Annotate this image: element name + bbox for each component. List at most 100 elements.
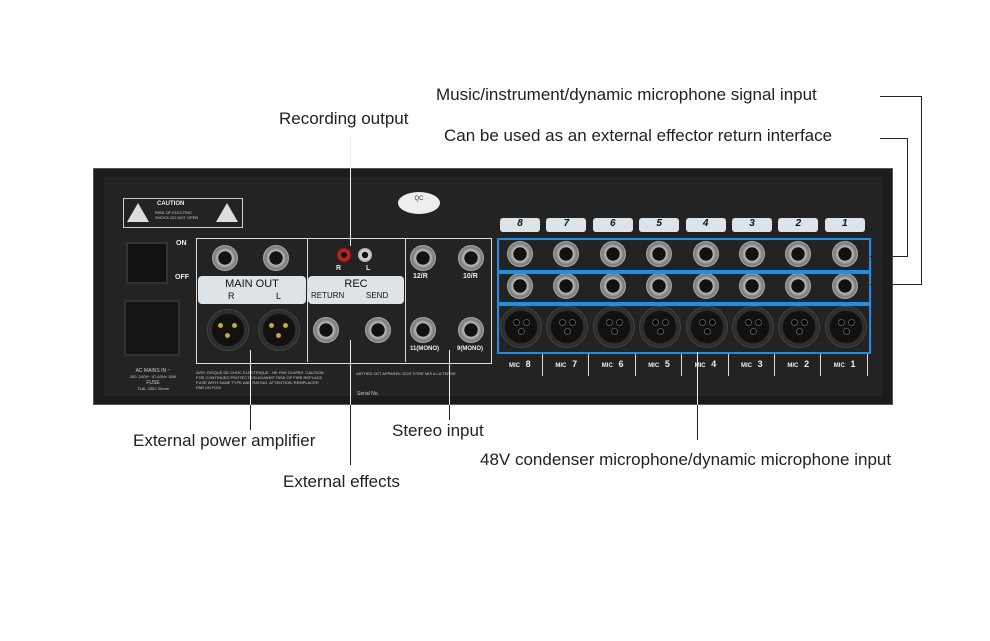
main-out-xlr-r[interactable] bbox=[207, 309, 249, 351]
mic-xlr-input[interactable] bbox=[639, 306, 682, 348]
highlight-insert-returns bbox=[497, 272, 871, 304]
line-input-jack[interactable] bbox=[739, 241, 765, 267]
stereo-jack-9[interactable] bbox=[458, 317, 484, 343]
switch-on-label: ON bbox=[176, 240, 187, 247]
mic-number: 3 bbox=[757, 359, 763, 369]
fuse-label: FUSE bbox=[146, 380, 160, 386]
rec-band: REC RETURN SEND bbox=[308, 276, 404, 304]
insert-jack[interactable] bbox=[739, 273, 765, 299]
mic-channel-label: MIC 5 bbox=[648, 359, 670, 369]
channel-number-tab: 1 bbox=[824, 218, 865, 232]
mic-number: 8 bbox=[525, 359, 531, 369]
stereo-jack-12r[interactable] bbox=[410, 245, 436, 271]
stereo-jack-11[interactable] bbox=[410, 317, 436, 343]
send-label: SEND bbox=[366, 291, 389, 300]
highlight-mic-inputs bbox=[497, 304, 871, 354]
mic-text: MIC bbox=[601, 363, 613, 369]
mic-number: 5 bbox=[664, 359, 670, 369]
mic-xlr-input[interactable] bbox=[778, 306, 821, 348]
insert-jack[interactable] bbox=[692, 273, 719, 299]
highlight-line-inputs bbox=[497, 238, 871, 272]
qc-text: QC bbox=[414, 196, 424, 202]
line-input-jack[interactable] bbox=[553, 241, 580, 267]
insert-jack[interactable] bbox=[599, 273, 626, 299]
rec-rca-l[interactable] bbox=[358, 248, 372, 262]
fuse-spec: T1AL 250V 20mm bbox=[136, 386, 170, 391]
mic-text: MIC bbox=[833, 363, 845, 369]
mic-xlr-input[interactable] bbox=[685, 306, 728, 348]
mic-channel-label: MIC 3 bbox=[741, 359, 763, 369]
insert-jack[interactable] bbox=[507, 273, 533, 299]
mic-text: MIC bbox=[509, 363, 520, 369]
mic-channel-label: MIC 2 bbox=[787, 359, 809, 369]
channel-number-tab: 3 bbox=[732, 218, 772, 232]
stereo-label-12r: 12/R bbox=[413, 273, 428, 280]
main-out-xlr-l[interactable] bbox=[258, 309, 300, 351]
serial-label: Serial No. bbox=[357, 391, 379, 397]
exclamation-triangle-icon bbox=[216, 203, 238, 222]
qc-sticker: QC bbox=[398, 192, 440, 214]
channel-number-tab: 7 bbox=[546, 218, 587, 232]
warning-triangle-icon bbox=[127, 203, 149, 222]
earth-text: ARTHED CET APPAREIL DOIT ETRE MIS A LA T… bbox=[356, 371, 456, 376]
mic-text: MIC bbox=[787, 363, 799, 369]
stereo-label-9: 9(MONO) bbox=[457, 346, 483, 352]
line-input-jack[interactable] bbox=[831, 241, 858, 267]
channel-number-tab: 4 bbox=[685, 218, 726, 232]
insert-jack[interactable] bbox=[646, 273, 673, 299]
stereo-label-10r: 10/R bbox=[463, 273, 478, 280]
line-input-jack[interactable] bbox=[599, 241, 626, 267]
mic-text: MIC bbox=[555, 363, 567, 369]
ac-spec: 100 -240V~ 47-63Hz 10W bbox=[129, 374, 177, 379]
stereo-label-11: 11(MONO) bbox=[410, 346, 440, 352]
mic-channel-label: MIC 1 bbox=[834, 359, 856, 369]
main-out-label: MAIN OUT bbox=[225, 278, 279, 290]
line-input-jack[interactable] bbox=[692, 241, 719, 267]
caution-label: CAUTION RISK OF ELECTRIC SHOCK DO NOT OP… bbox=[123, 198, 243, 228]
rec-rca-r[interactable] bbox=[337, 248, 351, 262]
ac-mains-label: AC MAINS IN ~ bbox=[135, 368, 171, 374]
mic-number: 7 bbox=[572, 359, 578, 369]
main-out-jack-l[interactable] bbox=[263, 245, 289, 271]
line-input-jack[interactable] bbox=[507, 241, 533, 267]
line-input-jack[interactable] bbox=[785, 241, 812, 267]
mic-channel-label: MIC 6 bbox=[602, 359, 624, 369]
warning-text: AVIS: RISQUE DE CHOC ELECTRIQUE - NE PAS… bbox=[196, 370, 325, 390]
caution-text: RISK OF ELECTRIC SHOCK DO NOT OPEN bbox=[155, 210, 199, 220]
send-jack[interactable] bbox=[365, 317, 391, 343]
main-out-jack-r[interactable] bbox=[212, 245, 238, 271]
mic-xlr-input[interactable] bbox=[500, 306, 542, 348]
mic-number: 6 bbox=[618, 359, 624, 369]
annotation-music-input: Music/instrument/dynamic microphone sign… bbox=[436, 85, 817, 104]
mic-xlr-input[interactable] bbox=[592, 306, 635, 348]
line-input-jack[interactable] bbox=[646, 241, 673, 267]
switch-off-label: OFF bbox=[175, 274, 189, 281]
mic-xlr-input[interactable] bbox=[732, 306, 774, 348]
main-l-label: L bbox=[276, 291, 282, 301]
mic-text: MIC bbox=[694, 363, 706, 369]
insert-jack[interactable] bbox=[831, 273, 858, 299]
channel-number-tab: 8 bbox=[500, 218, 540, 232]
mic-number: 1 bbox=[850, 359, 856, 369]
mic-text: MIC bbox=[648, 363, 660, 369]
annotation-external-power-amplifier: External power amplifier bbox=[133, 431, 316, 450]
mic-xlr-input[interactable] bbox=[824, 306, 867, 348]
rec-l-label: L bbox=[366, 265, 371, 272]
insert-jack[interactable] bbox=[785, 273, 812, 299]
main-out-band: MAIN OUT R L bbox=[198, 276, 306, 304]
rec-r-label: R bbox=[336, 265, 342, 272]
stereo-jack-10r[interactable] bbox=[458, 245, 484, 271]
channel-number-tab: 6 bbox=[592, 218, 633, 232]
return-jack[interactable] bbox=[313, 317, 339, 343]
ac-power-inlet bbox=[124, 300, 180, 356]
annotation-recording-output: Recording output bbox=[279, 109, 409, 128]
channel-number-tab: 2 bbox=[778, 218, 819, 232]
power-switch[interactable] bbox=[126, 242, 168, 284]
caution-title: CAUTION bbox=[157, 201, 185, 207]
mic-xlr-input[interactable] bbox=[546, 306, 589, 348]
insert-jack[interactable] bbox=[553, 273, 580, 299]
ac-mains-text: AC MAINS IN ~ 100 -240V~ 47-63Hz 10W FUS… bbox=[128, 368, 178, 392]
annotation-stereo-input: Stereo input bbox=[392, 421, 484, 440]
annotation-effector-return: Can be used as an external effector retu… bbox=[444, 126, 833, 145]
annotation-mic-input: 48V condenser microphone/dynamic microph… bbox=[480, 450, 892, 469]
